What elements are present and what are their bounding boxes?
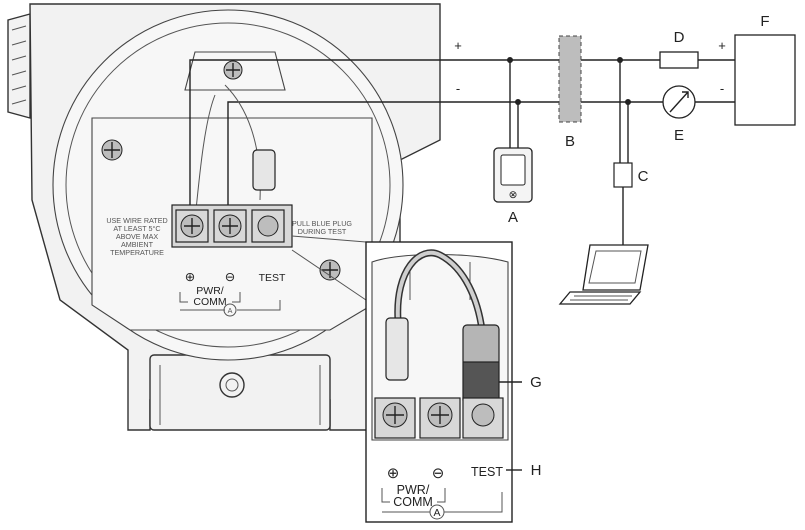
housing-base-screw <box>219 372 245 398</box>
a-mark-circle <box>223 303 237 317</box>
inset-a-mark-circle <box>429 504 445 520</box>
test-plug <box>252 149 276 191</box>
inset-blue-plug <box>462 361 500 401</box>
inset-test-label: TEST <box>471 465 503 479</box>
terminal-block <box>171 204 293 248</box>
pwr-comm-line-2: COMM <box>193 296 226 308</box>
plug-note-line-2: DURING TEST <box>298 227 347 236</box>
callout-e: E <box>674 127 684 144</box>
test-label: TEST <box>259 272 286 284</box>
callout-g: G <box>530 374 542 391</box>
power-supply <box>734 34 796 126</box>
plus-symbol: ⊕ <box>185 270 195 284</box>
pwr-comm-line-1: PWR/ <box>196 285 223 297</box>
plug-note-line-1: PULL BLUE PLUG <box>292 219 352 228</box>
callout-d: D <box>674 29 685 46</box>
handheld-keypad-icon: ⊗ <box>509 189 518 201</box>
laptop-icon <box>558 244 649 305</box>
inset-a-mark: A <box>433 507 440 519</box>
wire-warning-line-4: AMBIENT <box>121 240 154 249</box>
inset-detail: ⊕ ⊖ TEST PWR/ COMM A <box>291 235 513 523</box>
ground-screw-right <box>319 259 341 281</box>
transmitter-housing: USE WIRE RATED AT LEAST 5°C ABOVE MAX AM… <box>7 3 625 431</box>
callout-c: C <box>638 168 649 185</box>
inset-pwr-comm-line-2: COMM <box>393 495 433 509</box>
loop-plus-right: + <box>718 38 726 53</box>
wire-warning-line-3: ABOVE MAX <box>116 232 159 241</box>
wire-warning-line-2: AT LEAST 5°C <box>113 224 160 233</box>
inset-left-plug <box>385 317 409 381</box>
callout-f: F <box>760 13 769 30</box>
loop-minus-left: - <box>456 81 460 96</box>
callout-a: A <box>508 209 518 226</box>
callout-h: H <box>531 462 542 479</box>
a-mark: A <box>228 306 233 315</box>
inset-plug-cap <box>462 324 500 366</box>
inset-pwr-comm-line-1: PWR/ <box>397 483 430 497</box>
minus-symbol: ⊖ <box>225 270 235 284</box>
wire-warning-line-1: USE WIRE RATED <box>106 216 167 225</box>
callout-b: B <box>565 133 575 150</box>
inset-plus-symbol: ⊕ <box>387 465 400 482</box>
inset-minus-symbol: ⊖ <box>432 465 445 482</box>
wire-warning-line-5: TEMPERATURE <box>110 248 164 257</box>
handheld-screen <box>500 154 526 186</box>
loop-wiring: ⊗ <box>493 34 796 305</box>
hart-modem <box>613 162 633 188</box>
loop-minus-right: - <box>720 81 724 96</box>
load-resistor-bar <box>558 35 582 123</box>
conduit-entry <box>7 13 31 119</box>
ground-screw-left <box>101 139 123 161</box>
test-terminal <box>251 209 285 243</box>
loop-plus-left: + <box>454 38 462 53</box>
resistor-d <box>659 51 699 69</box>
